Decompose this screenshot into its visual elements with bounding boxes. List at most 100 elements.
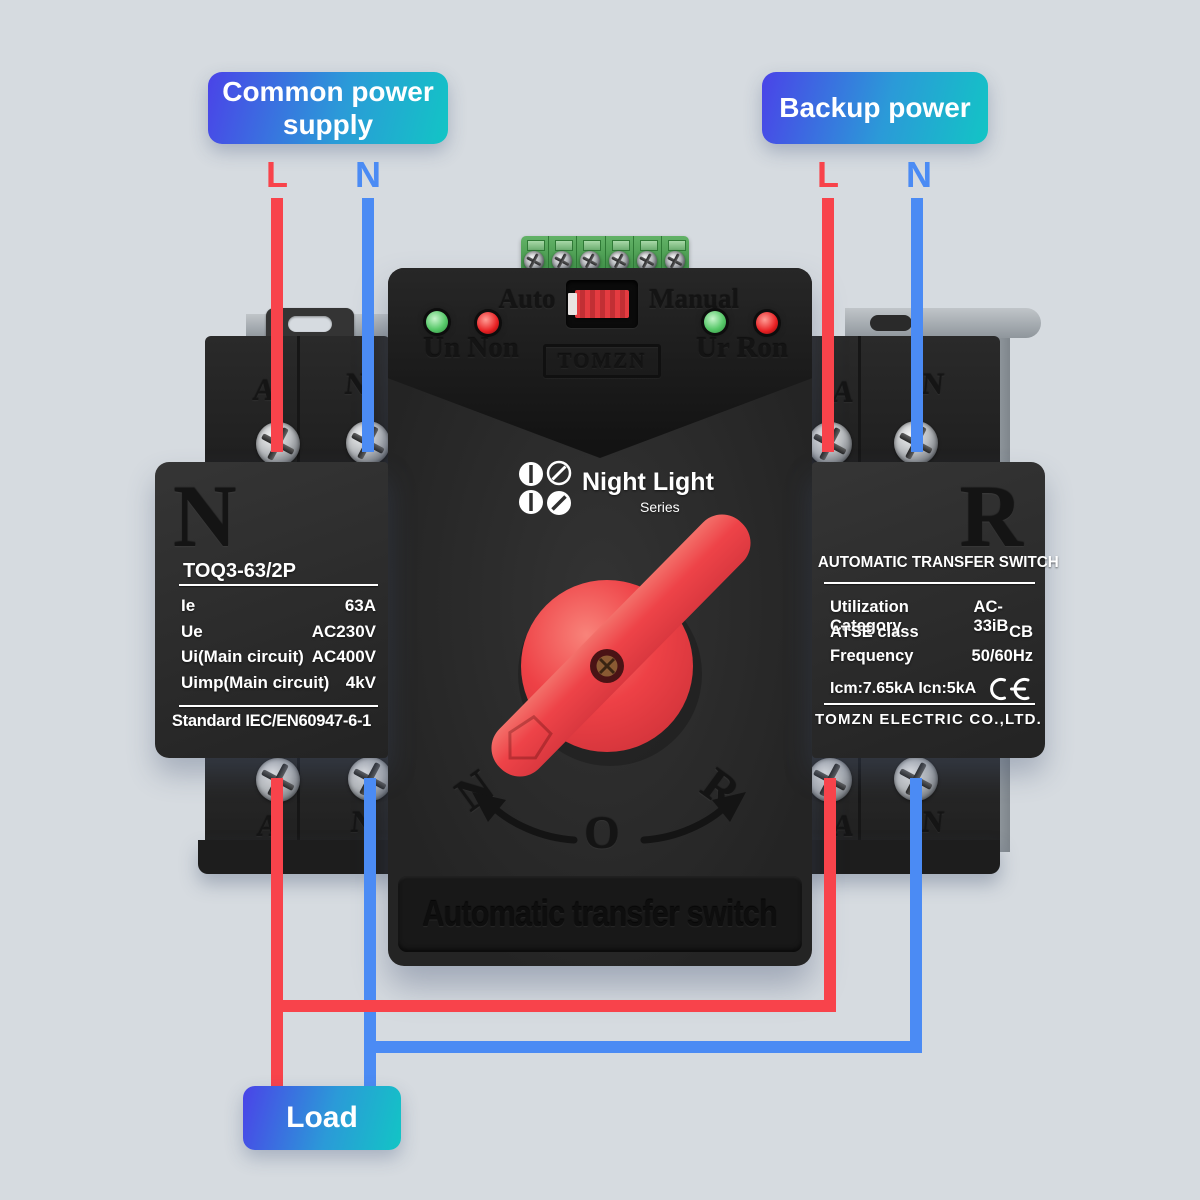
rotation-arrows-icon — [472, 792, 746, 844]
backup-power-label: Backup power — [779, 92, 971, 124]
wire-right-live-drop — [824, 778, 836, 1012]
wire-load-live-drop — [271, 778, 283, 1090]
connector-cell — [662, 236, 689, 274]
led-non-indicator — [477, 312, 499, 334]
terminal-divider — [297, 336, 300, 466]
wire-neutral-horizontal — [364, 1041, 922, 1053]
panel-letter-r: R — [959, 469, 1023, 566]
wire-slot-icon — [555, 240, 574, 251]
led-ron-indicator — [756, 312, 778, 334]
night-light-logo-icon — [519, 460, 572, 515]
terminal-block-top-right: A N — [806, 336, 1000, 466]
ats-device-body: Auto Manual Un Non Ur Ron TOMZN Night Li… — [388, 268, 812, 966]
brand-name: TOMZN — [557, 348, 647, 373]
wire-backup-neutral-top — [911, 198, 923, 452]
terminal-label-live: A — [830, 376, 856, 409]
terminal-divider — [858, 752, 861, 852]
model-number: TOQ3-63/2P — [183, 560, 297, 582]
wire-slot-icon — [583, 240, 602, 251]
common-live-letter: L — [266, 154, 288, 195]
series-logo-sub: Series — [640, 499, 680, 515]
divider — [179, 705, 378, 707]
ratings-text: Icm:7.65kA Icn:5kA — [830, 679, 977, 697]
wire-slot-icon — [611, 240, 630, 251]
auto-manual-slide-switch — [566, 280, 638, 328]
common-neutral-letter: N — [355, 154, 381, 195]
mount-hole-icon — [288, 316, 332, 332]
common-power-label: Common power supply — [222, 75, 434, 140]
backup-neutral-letter: N — [906, 154, 932, 195]
knob-position-o: O — [584, 807, 620, 858]
wire-common-live-top — [271, 198, 283, 452]
wire-load-neutral-drop — [364, 778, 376, 1090]
wire-right-neutral-drop — [910, 778, 922, 1053]
connector-cell — [549, 236, 578, 274]
wire-slot-icon — [639, 240, 658, 251]
din-plate-right — [845, 308, 1041, 338]
backup-power-badge: Backup power — [762, 72, 988, 144]
divider — [179, 584, 378, 586]
terminal-label-neutral: N — [920, 368, 946, 401]
brand-plate: TOMZN — [543, 344, 661, 378]
screw-icon — [636, 251, 657, 271]
mode-label-auto: Auto — [498, 284, 556, 314]
mount-hole-icon — [870, 315, 912, 331]
led-un-indicator — [426, 311, 448, 333]
wire-slot-icon — [667, 240, 686, 251]
terminal-block-top-left: A N — [205, 336, 390, 466]
mode-label-manual: Manual — [648, 284, 740, 314]
screw-icon — [552, 251, 573, 271]
terminal-block-bottom-left: A N — [205, 752, 392, 852]
wire-common-neutral-top — [362, 198, 374, 452]
wire-live-horizontal — [271, 1000, 836, 1012]
device-bottom-label: Automatic transfer switch — [422, 893, 778, 934]
connector-cell — [606, 236, 634, 274]
spec-row: Ui(Main circuit)AC400V — [181, 647, 376, 666]
led-ur-indicator — [704, 311, 726, 333]
signal-terminal-connector — [521, 236, 689, 274]
indicator-label-left: Un Non — [423, 332, 519, 364]
rotary-knob — [491, 514, 751, 777]
slide-switch-knob — [568, 290, 629, 318]
screw-icon — [608, 251, 629, 271]
panel-letter-n: N — [173, 469, 237, 566]
device-bottom-nameplate: Automatic transfer switch — [398, 876, 802, 952]
terminal-divider — [858, 336, 861, 466]
common-power-badge: Common power supply — [208, 72, 448, 144]
load-label: Load — [286, 1101, 358, 1135]
screw-icon — [524, 251, 544, 271]
ce-mark-icon — [990, 677, 1030, 700]
wire-slot-icon — [527, 240, 545, 251]
wire-backup-live-top — [822, 198, 834, 452]
connector-cell — [634, 236, 662, 274]
terminal-label-neutral: N — [920, 806, 946, 839]
company-name: TOMZN ELECTRIC CO.,LTD. — [814, 711, 1043, 728]
standard-note: Standard IEC/EN60947-6-1 — [171, 712, 372, 730]
backup-live-letter: L — [817, 154, 839, 195]
knob-tip-groove — [508, 714, 553, 760]
divider — [824, 582, 1035, 584]
connector-cell — [521, 236, 550, 274]
spec-panel-reserve: R AUTOMATIC TRANSFER SWITCH Utilization … — [812, 462, 1059, 758]
terminal-block-bottom-right: A N — [806, 752, 1000, 852]
indicator-label-right: Ur Ron — [695, 332, 789, 364]
spec-row-ratings: Icm:7.65kA Icn:5kA — [830, 672, 1033, 706]
screw-icon — [580, 251, 601, 271]
load-badge: Load — [243, 1086, 401, 1150]
spec-row: Uimp(Main circuit)4kV — [181, 672, 376, 692]
terminal-divider — [297, 752, 300, 852]
connector-cell — [577, 236, 606, 274]
panel-title: AUTOMATIC TRANSFER SWITCH — [817, 554, 1059, 571]
series-logo-name: Night Light — [582, 468, 714, 496]
divider — [824, 703, 1035, 705]
knob-handle — [491, 514, 751, 777]
